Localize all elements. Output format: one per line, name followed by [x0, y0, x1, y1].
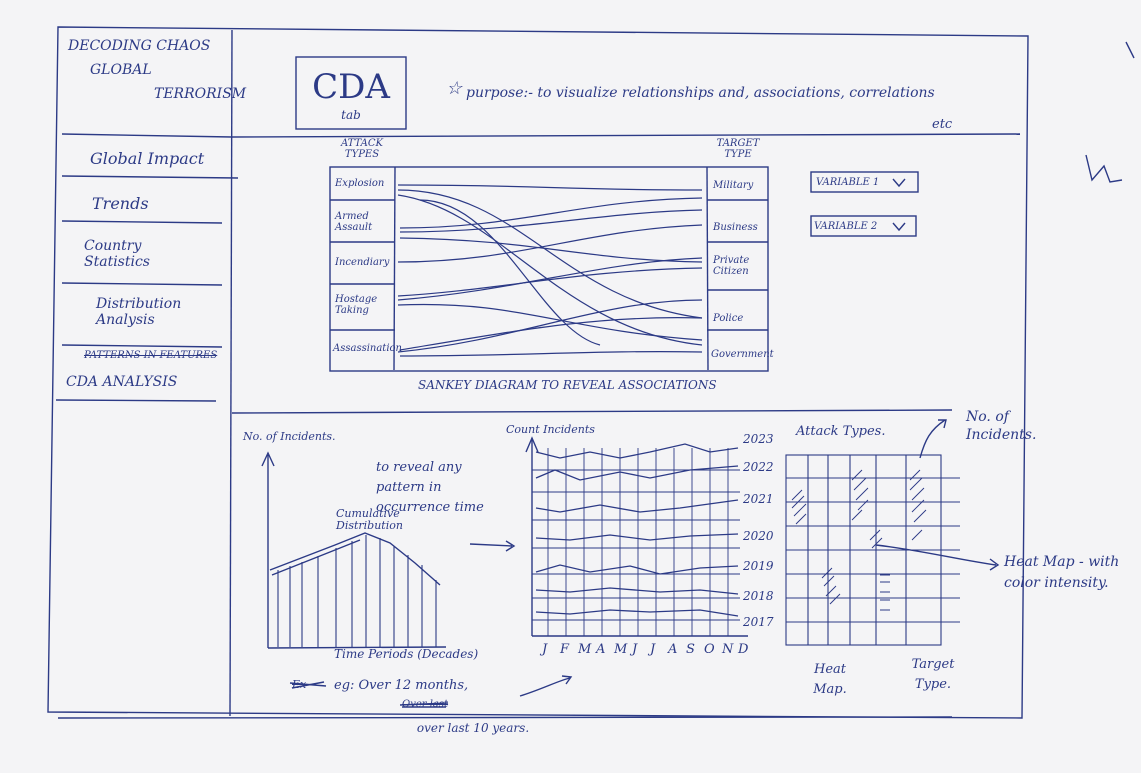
sankey-node-right: Police	[713, 313, 744, 324]
year-label: 2017	[743, 615, 774, 629]
header-divider	[231, 133, 1021, 138]
cumulative-note-3: over last 10 years.	[416, 721, 530, 735]
cda-tab-sub: tab	[341, 108, 361, 122]
sankey-node-left: Armed Assault	[335, 211, 373, 233]
heatmap-annotation-top: No. of Incidents.	[966, 409, 1037, 444]
month-label: J	[632, 642, 638, 657]
dropdown-variable-1-box	[810, 171, 919, 193]
year-label: 2022	[743, 460, 774, 474]
heatmap-xlabel-left: Heat Map.	[813, 662, 847, 697]
month-label: M	[614, 642, 628, 657]
heatmap-title: Attack Types.	[796, 424, 886, 439]
month-label: S	[686, 642, 695, 657]
month-label: D	[738, 642, 749, 657]
purpose-text: purpose:- to visualize relationships and…	[466, 85, 935, 101]
sankey-node-right: Government	[711, 349, 774, 360]
month-label: J	[650, 642, 656, 657]
heatmap-annotation-right: Heat Map - with color intensity.	[1004, 554, 1120, 591]
heatmap-grid	[785, 454, 960, 646]
arrow-no-of-incidents	[919, 419, 947, 459]
sidebar-item-cda-analysis[interactable]: CDA ANALYSIS	[66, 374, 178, 390]
month-label: F	[560, 642, 570, 657]
cumulative-ylabel: No. of Incidents.	[243, 430, 336, 443]
sidebar-item-global-impact[interactable]: Global Impact	[90, 149, 205, 168]
monthly-gridlines	[532, 448, 740, 636]
arrow-to-monthly	[469, 540, 516, 552]
month-label: M	[578, 642, 592, 657]
monthly-annotation: to reveal any pattern in occurrence time	[376, 460, 484, 516]
cumulative-xlabel: Time Periods (Decades)	[334, 647, 479, 661]
sidebar-divider	[229, 29, 233, 717]
dropdown-variable-1[interactable]: VARIABLE 1	[816, 177, 880, 188]
sankey-node-right: Private Citizen	[713, 255, 750, 277]
cumulative-note-struck: Ex	[292, 678, 307, 691]
sidebar-item-struck: PATTERNS IN FEATURES	[84, 350, 218, 361]
cumulative-note-struck-2: Over last	[402, 699, 449, 710]
monthly-chart-axes	[525, 436, 748, 637]
star-icon: ☆	[446, 78, 463, 99]
cumulative-chart-axes	[261, 451, 447, 649]
sankey-flows	[397, 184, 703, 357]
sankey-frame	[329, 166, 769, 372]
dropdown-variable-2-box	[810, 215, 917, 237]
year-label: 2019	[743, 559, 774, 573]
arrow-note	[519, 675, 573, 697]
sankey-right-title: TARGET TYPE	[716, 138, 760, 160]
sankey-node-left: Incendiary	[335, 257, 390, 268]
sankey-node-left: Assassination	[333, 343, 402, 354]
sankey-node-right: Business	[713, 222, 758, 233]
monthly-series-lines	[535, 443, 739, 617]
dropdown-variable-2[interactable]: VARIABLE 2	[814, 221, 878, 232]
sidebar-item-distribution-analysis[interactable]: Distribution Analysis	[96, 296, 182, 329]
year-label: 2023	[743, 432, 774, 446]
heatmap-xlabel-right: Target Type.	[911, 657, 955, 692]
sankey-node-left: Hostage Taking	[335, 294, 378, 316]
outer-frame	[47, 26, 1029, 719]
monthly-ylabel: Count Incidents	[506, 423, 595, 436]
cda-tab-box	[295, 56, 407, 130]
app-title-line-2: GLOBAL	[90, 62, 152, 79]
cda-tab-title[interactable]: CDA	[312, 67, 390, 107]
sankey-caption: SANKEY DIAGRAM TO REVEAL ASSOCIATIONS	[418, 378, 717, 392]
purpose-tail: etc	[932, 117, 953, 132]
year-label: 2021	[743, 492, 774, 506]
month-label: A	[668, 642, 678, 657]
app-title-line-1: DECODING CHAOS	[68, 38, 211, 54]
sankey-node-left: Explosion	[335, 178, 385, 189]
sankey-node-right: Military	[713, 180, 754, 191]
cumulative-title: Cumulative Distribution	[336, 507, 403, 533]
section-divider	[231, 409, 953, 414]
heatmap-hatching	[791, 469, 927, 611]
arrow-heatmap	[875, 544, 1000, 571]
sidebar-item-country-statistics[interactable]: Country Statistics	[84, 238, 150, 271]
sidebar-item-trends[interactable]: Trends	[92, 194, 149, 213]
month-label: A	[596, 642, 606, 657]
cumulative-note: eg: Over 12 months,	[334, 678, 469, 693]
app-title-line-3: TERRORISM	[154, 86, 247, 103]
month-label: N	[722, 642, 734, 657]
year-label: 2020	[743, 529, 774, 543]
app-title: DECODING CHAOS GLOBAL TERRORISM	[68, 38, 246, 102]
month-label: O	[704, 642, 715, 657]
cumulative-curve	[269, 532, 441, 586]
sankey-left-title: ATTACK TYPES	[341, 138, 383, 160]
year-label: 2018	[743, 589, 774, 603]
month-label: J	[542, 642, 548, 657]
